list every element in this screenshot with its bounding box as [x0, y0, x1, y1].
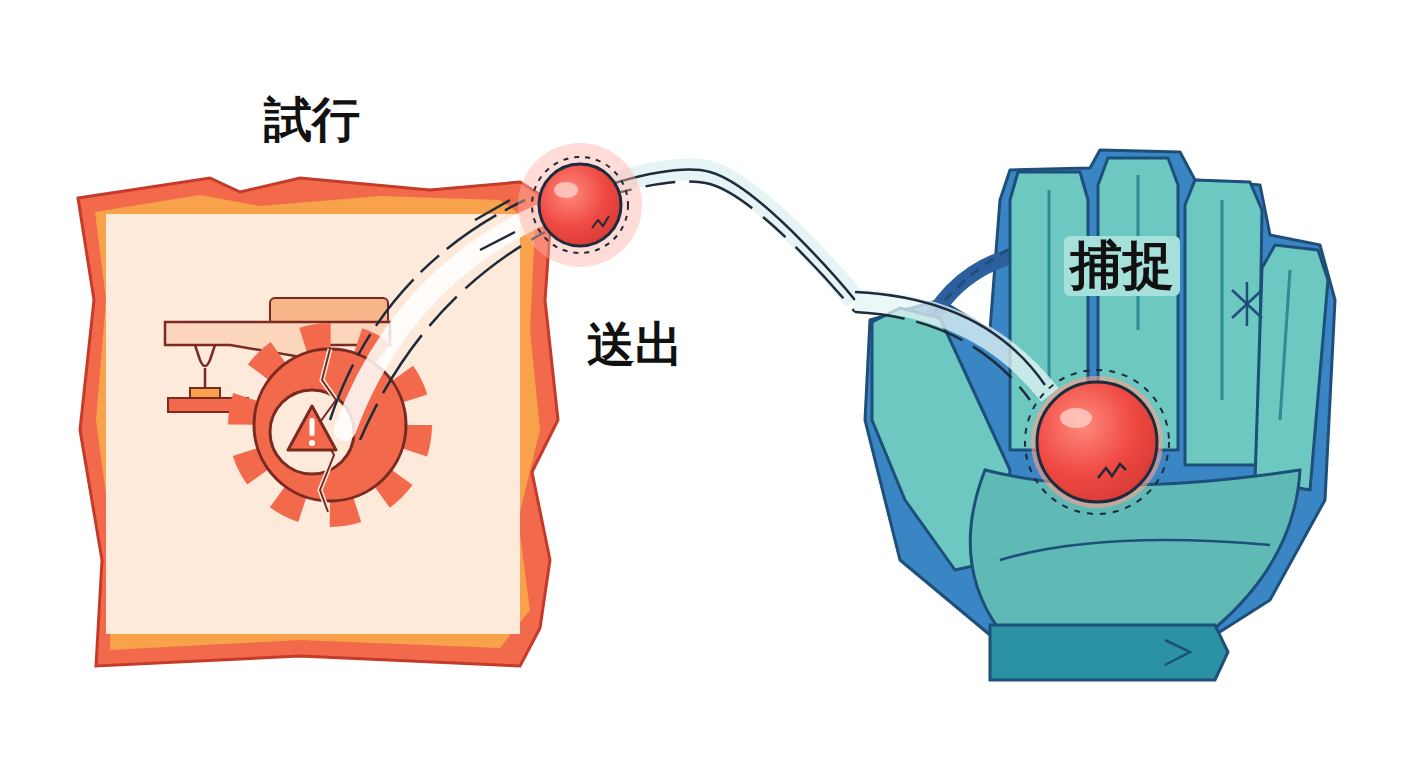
caught-ball: [1025, 370, 1169, 514]
box-heading: 試行: [264, 92, 360, 147]
motion-streaks: [330, 200, 545, 440]
glove-back: [865, 150, 1335, 635]
broken-gear: [242, 337, 418, 513]
flying-ball: [518, 143, 642, 267]
wrist-band: [990, 625, 1228, 680]
trial-box: 試行: [70, 85, 565, 670]
palm-seam: [1000, 540, 1270, 560]
flight-path-end: [855, 292, 1050, 400]
trial-box-shape: [70, 85, 565, 670]
glove-finger: [1255, 245, 1328, 490]
glove-stitch: [1232, 282, 1262, 326]
jagged-backdrop-inner: [95, 195, 540, 650]
glove-label: 捕捉: [1064, 236, 1180, 296]
band-mark: [1165, 640, 1190, 665]
jagged-backdrop: [78, 178, 558, 666]
edge-label: 送出: [583, 317, 687, 372]
